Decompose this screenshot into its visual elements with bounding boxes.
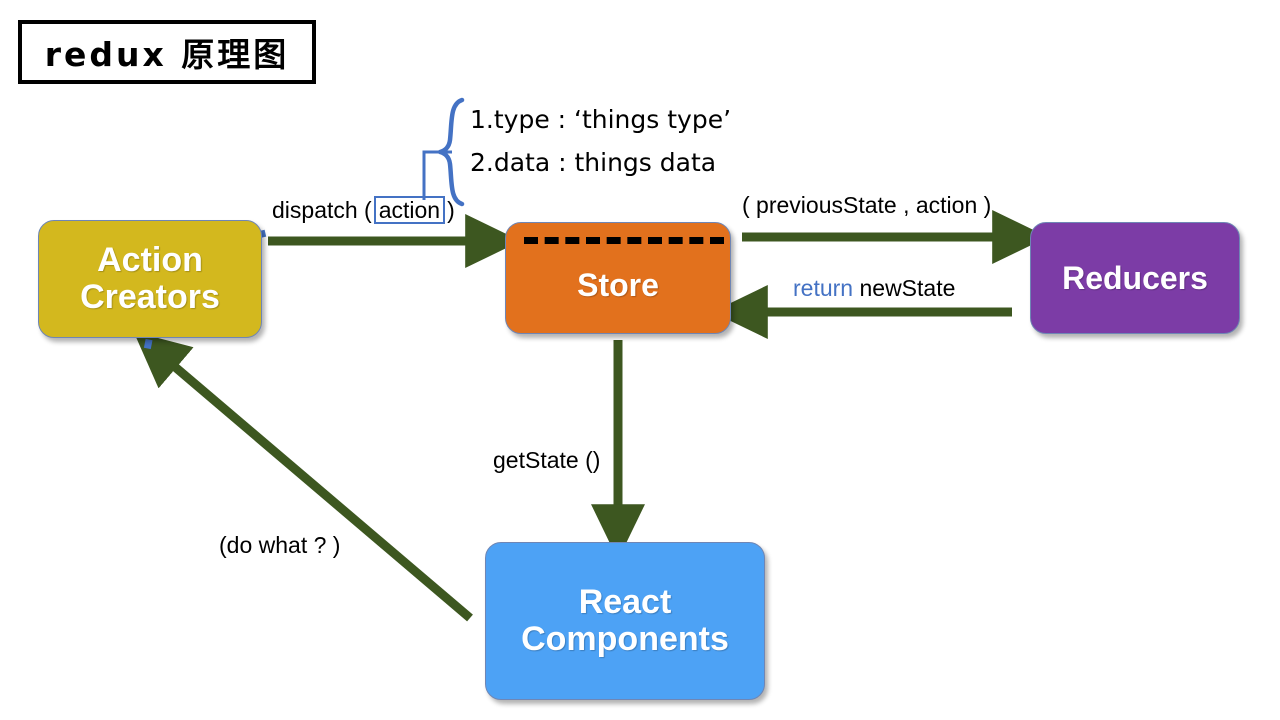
annotation-line-data: 2.data : things data: [470, 148, 717, 177]
node-reducers[interactable]: Reducers: [1030, 222, 1240, 334]
node-react-components-line1: React: [578, 583, 672, 622]
label-do-what: (do what ? ): [219, 532, 341, 558]
node-reducers-label: Reducers: [1062, 259, 1208, 296]
label-get-state: getState (): [493, 447, 601, 473]
label-return-newstate: return newState: [793, 275, 955, 302]
node-action-creators[interactable]: Action Creators: [38, 220, 262, 338]
node-action-creators-line1: Action: [97, 241, 203, 280]
node-store-label: Store: [577, 266, 659, 303]
diagram-title: redux 原理图: [44, 35, 290, 74]
annotation-line-type: 1.type : ‘things type’: [470, 105, 732, 134]
store-dashed-divider: [524, 237, 724, 244]
diagram-title-box: redux 原理图: [18, 20, 316, 84]
curly-brace-icon: [437, 97, 465, 207]
label-dispatch: dispatch (action): [272, 196, 455, 225]
label-return-value: newState: [859, 275, 956, 301]
label-return-keyword: return: [793, 275, 854, 301]
action-brace-connector: [422, 150, 452, 200]
label-previous-state: ( previousState , action ): [742, 192, 992, 218]
node-store[interactable]: Store: [505, 222, 731, 334]
action-token-box: action: [373, 196, 446, 225]
node-react-components-line2: Components: [521, 620, 729, 658]
node-react-components[interactable]: React Components: [485, 542, 765, 700]
arrow-do-what: [133, 331, 473, 622]
node-action-creators-line2: Creators: [80, 278, 220, 316]
label-dispatch-suffix: ): [447, 197, 455, 223]
label-dispatch-prefix: dispatch (: [272, 197, 372, 223]
